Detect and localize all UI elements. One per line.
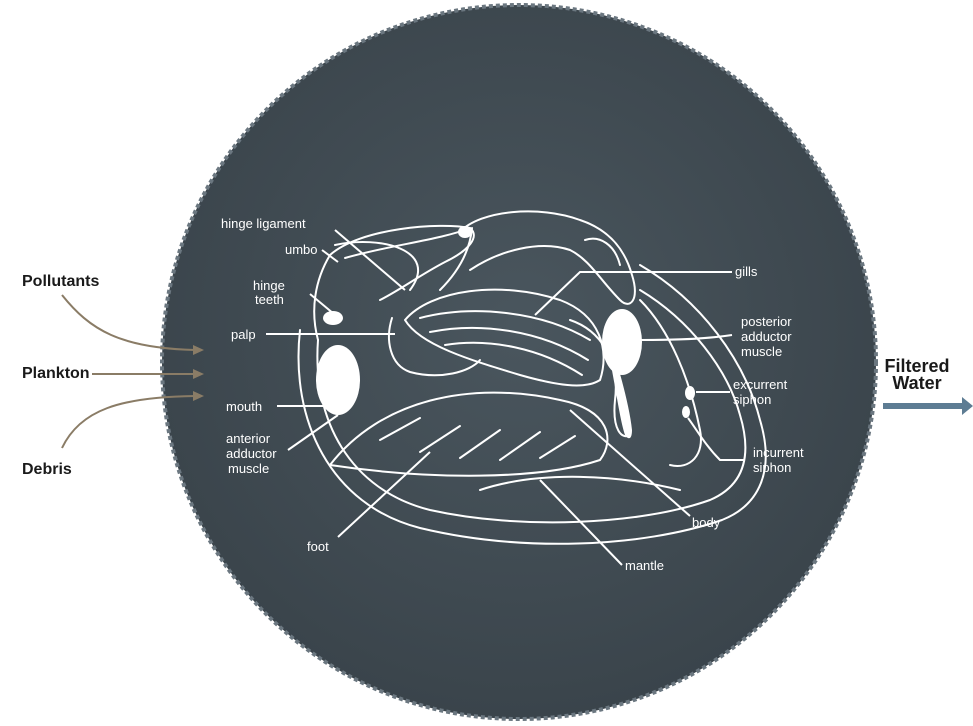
output-arrowhead	[962, 397, 973, 415]
chalkboard-circle	[162, 5, 876, 719]
input-label-debris: Debris	[22, 461, 72, 479]
label-palp: palp	[231, 327, 256, 342]
label-anterior-3: muscle	[228, 461, 269, 476]
label-incurrent-2: siphon	[753, 460, 791, 475]
label-incurrent-1: incurrent	[753, 445, 804, 460]
output-arrow	[883, 397, 973, 415]
posterior-adductor-muscle	[602, 309, 642, 375]
excurrent-siphon-opening	[685, 386, 695, 400]
label-mouth: mouth	[226, 399, 262, 414]
output-label-line2: Water	[878, 375, 956, 392]
label-gills: gills	[735, 264, 758, 279]
label-hinge-teeth-1: hinge	[253, 278, 285, 293]
label-anterior-2: adductor	[226, 446, 277, 461]
label-hinge-teeth-2: teeth	[255, 292, 284, 307]
label-foot: foot	[307, 539, 329, 554]
label-umbo: umbo	[285, 242, 318, 257]
anterior-adductor-muscle	[316, 345, 360, 415]
input-label-pollutants: Pollutants	[22, 273, 99, 291]
output-arrow-shaft	[883, 403, 963, 409]
label-posterior-1: posterior	[741, 314, 792, 329]
incurrent-siphon-opening	[682, 406, 690, 418]
label-body: body	[692, 515, 721, 530]
label-excurrent-2: siphon	[733, 392, 771, 407]
label-anterior-1: anterior	[226, 431, 271, 446]
label-posterior-2: adductor	[741, 329, 792, 344]
umbo-dot	[458, 226, 472, 238]
label-hinge-ligament: hinge ligament	[221, 216, 306, 231]
label-excurrent-1: excurrent	[733, 377, 788, 392]
label-mantle: mantle	[625, 558, 664, 573]
output-label: Filtered Water	[878, 358, 956, 392]
label-posterior-3: muscle	[741, 344, 782, 359]
input-label-plankton: Plankton	[22, 365, 90, 383]
